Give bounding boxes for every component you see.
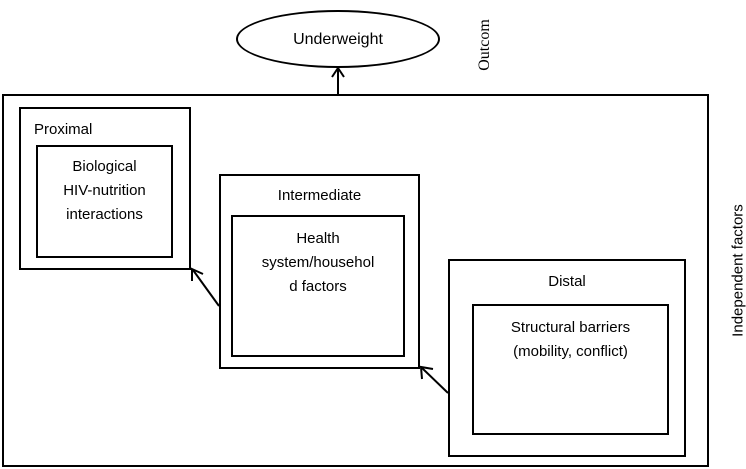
proximal-inner-box (36, 145, 173, 258)
arrow-intermediate-to-proximal-head (191, 267, 204, 281)
distal-inner-line-1: Structural barriers (510, 319, 631, 336)
distal-inner-line-2: (mobility, conflict) (513, 343, 628, 360)
distal-title: Distal (548, 273, 586, 290)
proximal-box (19, 107, 191, 270)
independent-factors-box (2, 94, 709, 467)
outcome-label: Underweight (293, 30, 383, 48)
intermediate-title: Intermediate (277, 187, 362, 204)
arrow-distal-to-intermediate-head (419, 365, 434, 380)
proximal-title: Proximal (34, 121, 93, 138)
intermediate-inner-line-1: Health (296, 230, 340, 247)
arrow-distal-to-intermediate (421, 367, 449, 394)
intermediate-inner-line-3: d factors (289, 278, 347, 295)
intermediate-inner-box (231, 215, 405, 357)
distal-box (448, 259, 686, 457)
distal-inner-box (472, 304, 669, 435)
proximal-inner-line-2: HIV-nutrition (63, 182, 146, 199)
intermediate-inner-line-2: system/househol (261, 254, 375, 271)
proximal-inner-line-3: interactions (66, 206, 143, 223)
arrow-intermediate-to-proximal (192, 269, 220, 307)
arrow-to-outcome-head (331, 66, 345, 78)
proximal-inner-line-1: Biological (72, 158, 137, 175)
intermediate-box (219, 174, 420, 369)
